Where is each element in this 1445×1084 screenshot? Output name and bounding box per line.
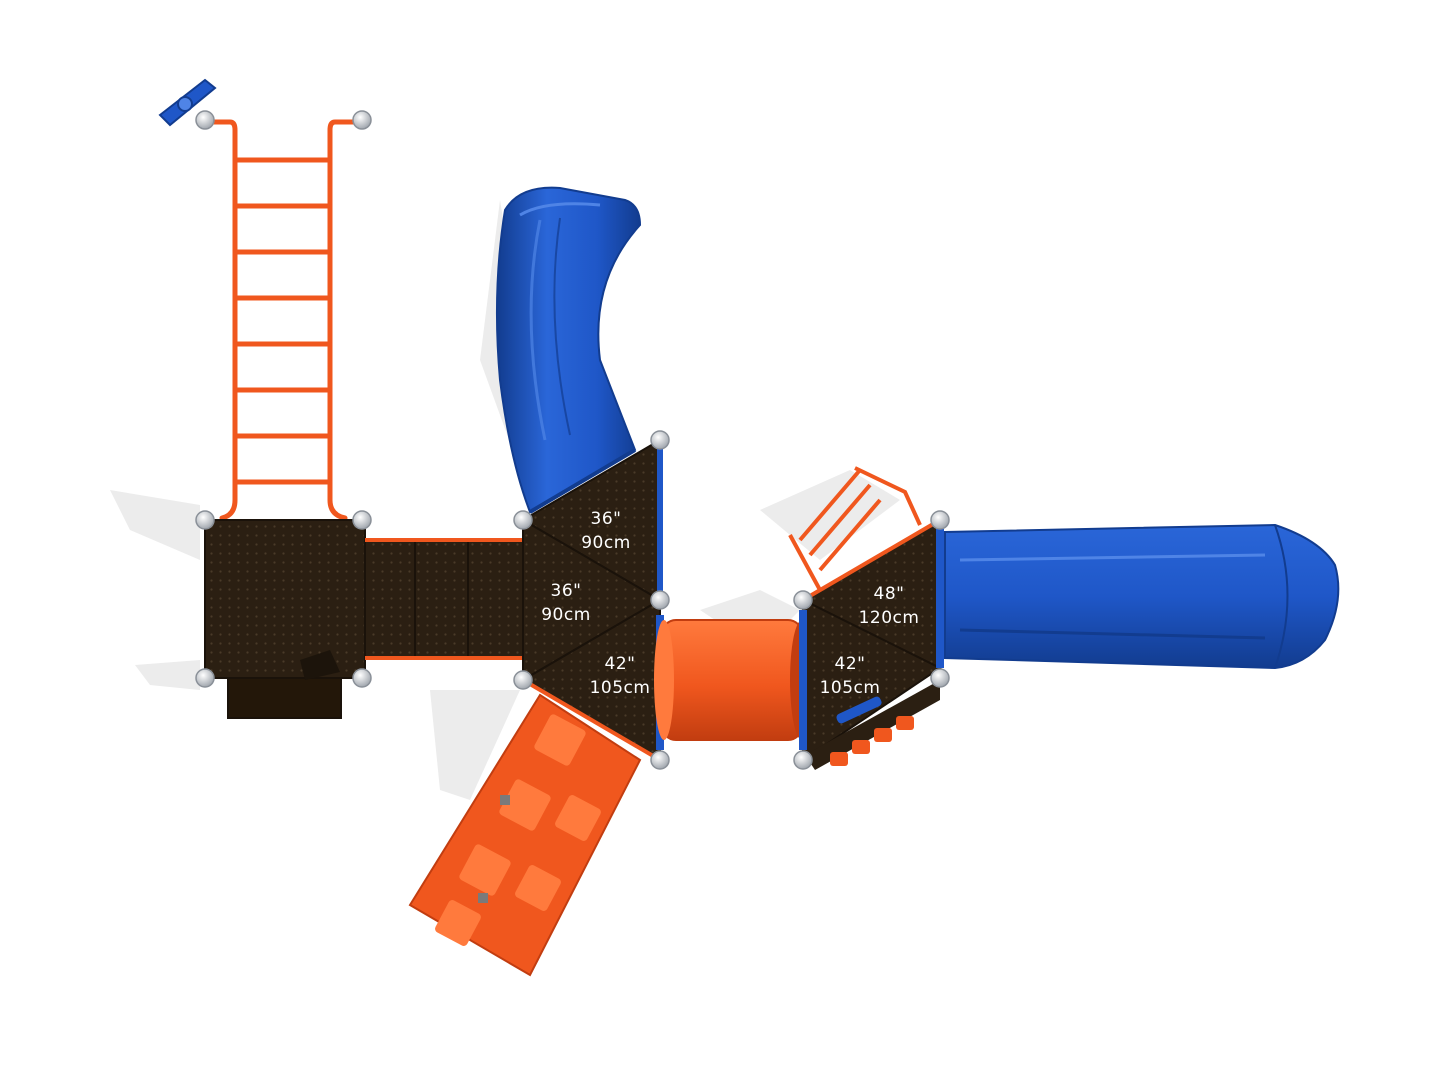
straight-slide <box>944 523 1340 670</box>
deck-label-3-cm: 105cm <box>590 678 651 698</box>
deck-label-1-cm: 90cm <box>581 533 631 553</box>
curved-slide <box>495 186 642 514</box>
deck-label-5-cm: 105cm <box>820 678 881 698</box>
climber-rail <box>788 466 922 591</box>
steering-wheel-icon <box>158 78 217 127</box>
deck-label-1-in: 36" <box>591 509 622 529</box>
deck-height-labels: 36" 90cm 36" 90cm 42" 105cm 48" 120cm 42… <box>541 509 919 698</box>
entry-step <box>227 671 342 719</box>
bubble-panel-icon <box>805 680 940 770</box>
deck-label-3-in: 42" <box>605 654 636 674</box>
posts <box>195 110 950 770</box>
rock-climber <box>408 693 642 977</box>
horizontal-ladder <box>202 119 363 521</box>
deck-label-5-in: 42" <box>835 654 866 674</box>
deck-label-4-cm: 120cm <box>859 608 920 628</box>
deck-label-4-in: 48" <box>874 584 905 604</box>
deck-label-2-cm: 90cm <box>541 605 591 625</box>
crawl-tube <box>654 619 814 741</box>
left-deck <box>204 519 366 680</box>
deck-label-2-in: 36" <box>551 581 582 601</box>
step-bridge <box>364 538 524 660</box>
